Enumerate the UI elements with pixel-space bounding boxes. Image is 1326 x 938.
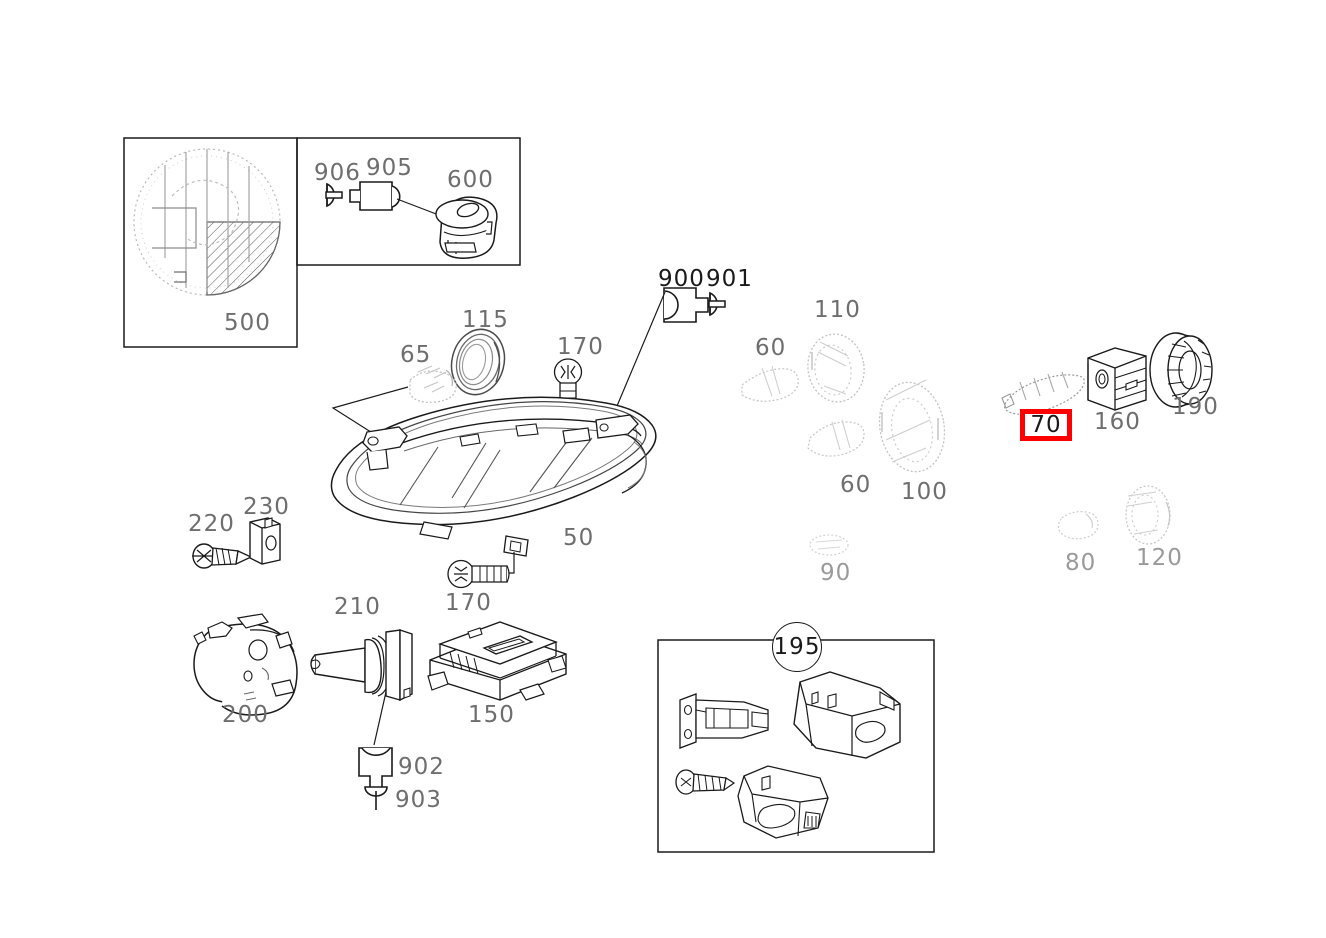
- part-label-190: 190: [1172, 394, 1219, 420]
- box-600: [296, 137, 521, 266]
- part-label-65: 65: [400, 342, 432, 368]
- part-100: [878, 379, 946, 473]
- leader-210-902: [373, 691, 387, 746]
- part-150: [427, 621, 567, 701]
- part-220: [192, 543, 253, 569]
- callout-circle-195: 195: [772, 622, 822, 672]
- part-120: [1125, 485, 1171, 545]
- part-label-170-upper: 170: [557, 334, 604, 360]
- part-70: [1001, 371, 1085, 415]
- part-label-906: 906: [314, 160, 361, 186]
- part-label-60-lower: 60: [840, 472, 872, 498]
- part-60-upper: [741, 365, 799, 402]
- part-label-905: 905: [366, 155, 413, 181]
- part-190: [1149, 332, 1213, 408]
- part-label-50: 50: [563, 525, 595, 551]
- part-label-901: 901: [706, 266, 753, 292]
- part-label-200: 200: [222, 702, 269, 728]
- part-195-contents: [675, 671, 901, 839]
- part-label-900: 900: [658, 266, 705, 292]
- part-label-120: 120: [1136, 545, 1183, 571]
- part-900: [663, 287, 709, 323]
- part-901: [708, 292, 726, 316]
- part-label-500: 500: [224, 310, 271, 336]
- part-label-902: 902: [398, 754, 445, 780]
- part-label-210: 210: [334, 594, 381, 620]
- part-160: [1087, 347, 1147, 411]
- part-label-90: 90: [820, 560, 852, 586]
- part-903: [364, 786, 388, 810]
- part-label-903: 903: [395, 787, 442, 813]
- part-200: [193, 613, 298, 716]
- part-label-80: 80: [1065, 550, 1097, 576]
- part-170-lower: [447, 559, 510, 589]
- part-60-lower: [807, 419, 865, 457]
- part-label-600: 600: [447, 167, 494, 193]
- part-label-220: 220: [188, 511, 235, 537]
- highlight-label: 70: [1030, 411, 1062, 438]
- part-label-150: 150: [468, 702, 515, 728]
- part-65: [409, 365, 457, 403]
- part-906: [325, 183, 343, 207]
- part-label-115: 115: [462, 307, 509, 333]
- part-label-100: 100: [901, 479, 948, 505]
- part-902: [358, 747, 393, 791]
- part-label-60-upper: 60: [755, 335, 787, 361]
- part-230: [249, 517, 281, 565]
- part-500: [133, 148, 281, 296]
- part-label-160: 160: [1094, 409, 1141, 435]
- callout-label: 195: [773, 633, 821, 660]
- part-90: [809, 534, 849, 556]
- part-50-lens-assembly: [330, 396, 657, 557]
- part-115: [450, 328, 506, 396]
- part-label-230: 230: [243, 494, 290, 520]
- part-905: [349, 181, 401, 211]
- part-210: [310, 629, 413, 702]
- highlighted-part-number-70[interactable]: 70: [1020, 409, 1072, 441]
- part-110: [807, 333, 865, 403]
- part-label-110: 110: [814, 297, 861, 323]
- part-600: [435, 196, 498, 259]
- part-80: [1057, 511, 1099, 540]
- part-label-170-lower: 170: [445, 590, 492, 616]
